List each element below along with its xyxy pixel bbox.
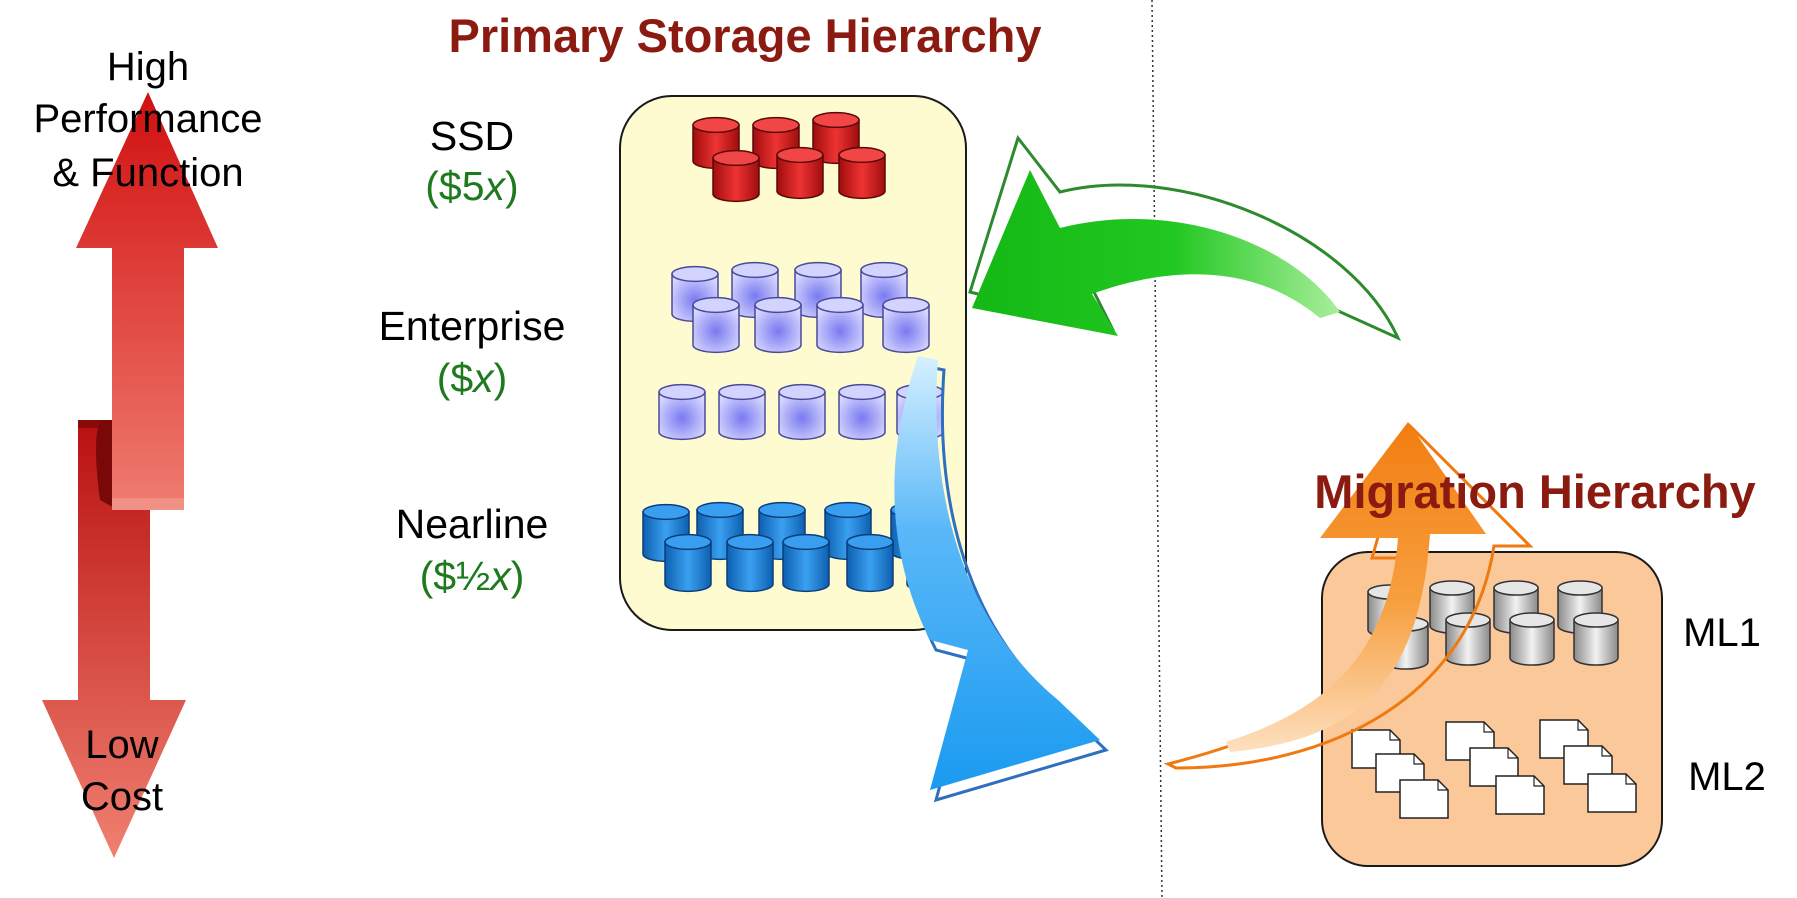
axis-bottom-line-2: Cost [81, 775, 163, 819]
axis-top-line-1: High [107, 45, 189, 89]
ml2-document-group [1351, 719, 1637, 819]
primary-hierarchy-title: Primary Storage Hierarchy [448, 9, 1041, 62]
axis-top-line-2: Performance [34, 97, 263, 141]
ml1-label: ML1 [1683, 611, 1761, 655]
ssd-disk [712, 149, 760, 203]
tier-nearline-cost: ($½x) [420, 553, 525, 599]
enterprise-disk [778, 383, 826, 441]
ml1-disk [1573, 612, 1619, 666]
recall-arrow [968, 134, 1402, 342]
enterprise-disk [718, 383, 766, 441]
enterprise-disk [658, 383, 706, 441]
enterprise-disk [816, 296, 864, 354]
nearline-disk [846, 533, 894, 593]
tier-enterprise-cost: ($x) [437, 355, 508, 401]
document-icon [1399, 779, 1449, 819]
enterprise-disk [838, 383, 886, 441]
tier-ssd-cost: ($5x) [425, 163, 518, 209]
enterprise-disk [882, 296, 930, 354]
ml2-to-ml1-arrow [1163, 422, 1534, 770]
nearline-disk [664, 533, 712, 593]
enterprise-disk [754, 296, 802, 354]
ml2-label: ML2 [1688, 755, 1766, 799]
ml1-disk [1445, 612, 1491, 666]
migrate-arrow [894, 356, 1109, 803]
tier-ssd-label: SSD [430, 113, 514, 159]
performance-cost-axis [42, 92, 218, 858]
enterprise-disk [692, 296, 740, 354]
axis-top-line-3: & Function [52, 151, 243, 195]
tier-enterprise-label: Enterprise [379, 303, 566, 349]
divider-line [1151, 0, 1163, 898]
nearline-disk [782, 533, 830, 593]
axis-bottom-line-1: Low [85, 723, 158, 767]
document-icon [1587, 773, 1637, 813]
ssd-disk [838, 146, 886, 200]
migration-hierarchy-title: Migration Hierarchy [1314, 465, 1755, 518]
tier-nearline-label: Nearline [396, 501, 549, 547]
document-icon [1495, 775, 1545, 815]
primary-storage-box [619, 95, 967, 631]
nearline-disk [726, 533, 774, 593]
ssd-disk [776, 146, 824, 200]
ml1-disk [1509, 612, 1555, 666]
ssd-disk-group [692, 111, 886, 203]
